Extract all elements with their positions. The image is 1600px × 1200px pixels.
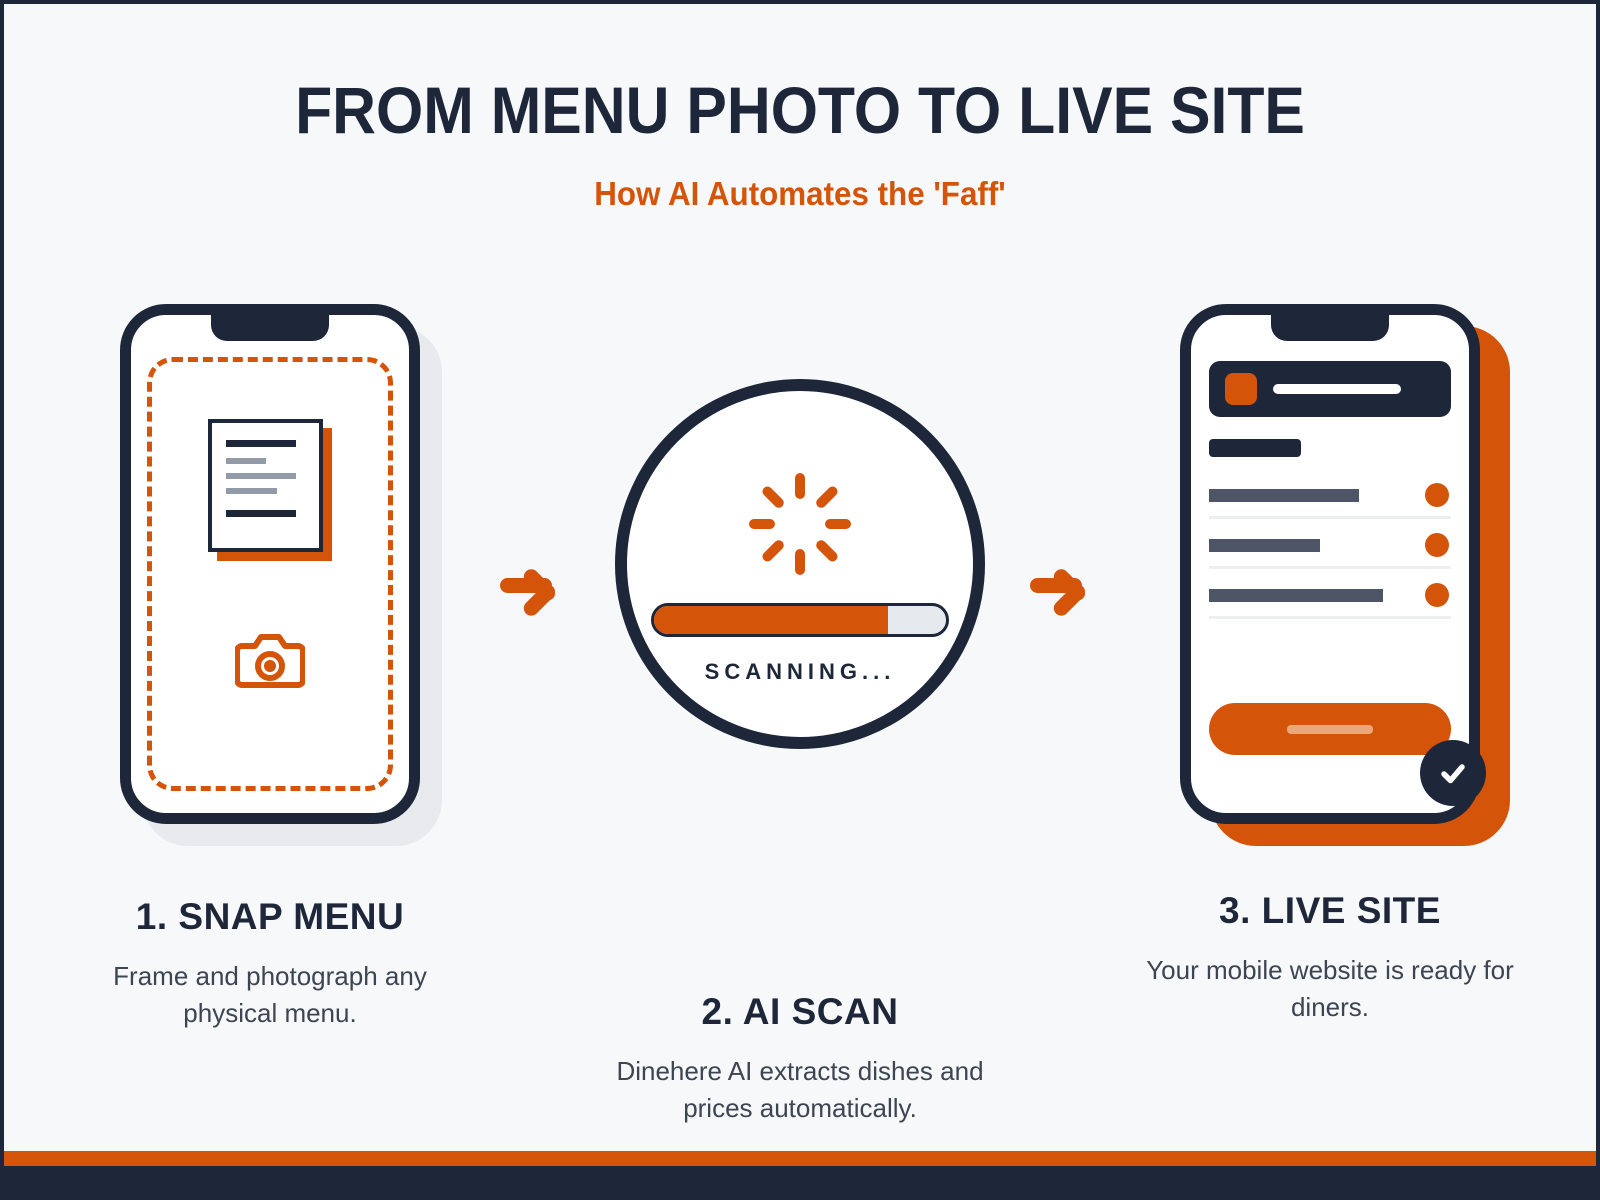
step-3-heading: 3. LIVE SITE [1219, 890, 1441, 931]
step-1-description: Frame and photograph any physical menu. [113, 961, 427, 1028]
steps-row: 1. SNAP MENU Frame and photograph any ph… [4, 304, 1596, 1127]
arrow-right-icon [1028, 552, 1102, 619]
document-line [226, 473, 296, 479]
row-divider [1209, 566, 1451, 569]
spinner-spoke [760, 538, 786, 564]
step-snap-menu: 1. SNAP MENU Frame and photograph any ph… [60, 304, 480, 1032]
document-card [208, 419, 323, 552]
phone-screen [131, 315, 409, 813]
success-check-badge [1420, 740, 1486, 806]
camera-icon [234, 632, 306, 695]
scan-progress-bar [651, 603, 949, 637]
arrow-step-1-to-2-cell [480, 304, 590, 864]
price-dot-icon [1425, 583, 1449, 607]
site-logo-icon [1225, 373, 1257, 405]
scanning-circle: SCANNING... [615, 379, 985, 749]
phone-website-mockup [1180, 304, 1510, 846]
phone-camera-mockup [120, 304, 442, 846]
step-2-heading: 2. AI SCAN [701, 991, 899, 1032]
step-2-caption: 2. AI SCAN Dinehere AI extracts dishes a… [590, 991, 1010, 1127]
site-header-bar [1209, 361, 1451, 417]
document-line [226, 440, 296, 447]
phone-notch [211, 315, 329, 341]
phone-body [120, 304, 420, 824]
spinner-spoke [795, 473, 805, 499]
step-1-visual [60, 304, 480, 864]
step-1-heading: 1. SNAP MENU [135, 896, 405, 937]
check-icon [1441, 764, 1465, 784]
dish-name-placeholder [1209, 589, 1384, 602]
step-live-site: 3. LIVE SITE Your mobile website is read… [1120, 304, 1540, 1026]
menu-document [208, 419, 332, 561]
spinner-spoke [749, 519, 775, 529]
dish-name-placeholder [1209, 539, 1321, 552]
menu-section-heading [1209, 439, 1301, 457]
scan-status-label: SCANNING... [704, 659, 896, 684]
phone-screen [1191, 315, 1469, 813]
arrow-right-icon [498, 552, 572, 619]
document-line [226, 510, 296, 517]
header: FROM MENU PHOTO TO LIVE SITE How AI Auto… [4, 4, 1596, 213]
phone-notch [1271, 315, 1389, 341]
step-2-description: Dinehere AI extracts dishes and prices a… [616, 1056, 984, 1123]
loading-spinner-icon [749, 463, 851, 575]
step-3-visual [1120, 304, 1540, 864]
list-item[interactable] [1209, 481, 1451, 531]
footer-base-bar [4, 1166, 1596, 1196]
spinner-spoke [814, 538, 840, 564]
camera-viewfinder-frame [147, 357, 393, 791]
step-2-visual: SCANNING... [590, 379, 1010, 939]
price-dot-icon [1425, 533, 1449, 557]
spinner-spoke [814, 484, 840, 510]
site-title-placeholder [1273, 384, 1401, 394]
scan-progress-fill [654, 606, 888, 634]
cta-label-placeholder [1287, 724, 1373, 734]
step-ai-scan: SCANNING... 2. AI SCAN Dinehere AI extra… [590, 304, 1010, 1127]
spinner-spoke [760, 484, 786, 510]
step-1-caption: 1. SNAP MENU Frame and photograph any ph… [60, 896, 480, 1032]
spinner-spoke [825, 519, 851, 529]
list-item[interactable] [1209, 581, 1451, 631]
step-3-caption: 3. LIVE SITE Your mobile website is read… [1120, 890, 1540, 1026]
arrow-step-2-to-3-cell [1010, 304, 1120, 864]
spinner-spoke [795, 549, 805, 575]
page-subtitle: How AI Automates the 'Faff' [594, 175, 1006, 213]
list-item[interactable] [1209, 531, 1451, 581]
menu-item-list [1209, 481, 1451, 631]
phone-body [1180, 304, 1480, 824]
dish-name-placeholder [1209, 489, 1360, 502]
page-title: FROM MENU PHOTO TO LIVE SITE [295, 73, 1305, 147]
row-divider [1209, 516, 1451, 519]
row-divider [1209, 616, 1451, 619]
document-line [226, 458, 266, 464]
footer-accent-bar [4, 1151, 1596, 1166]
order-cta-button[interactable] [1209, 703, 1451, 755]
price-dot-icon [1425, 483, 1449, 507]
document-line [226, 488, 277, 494]
step-3-description: Your mobile website is ready for diners. [1146, 955, 1514, 1022]
